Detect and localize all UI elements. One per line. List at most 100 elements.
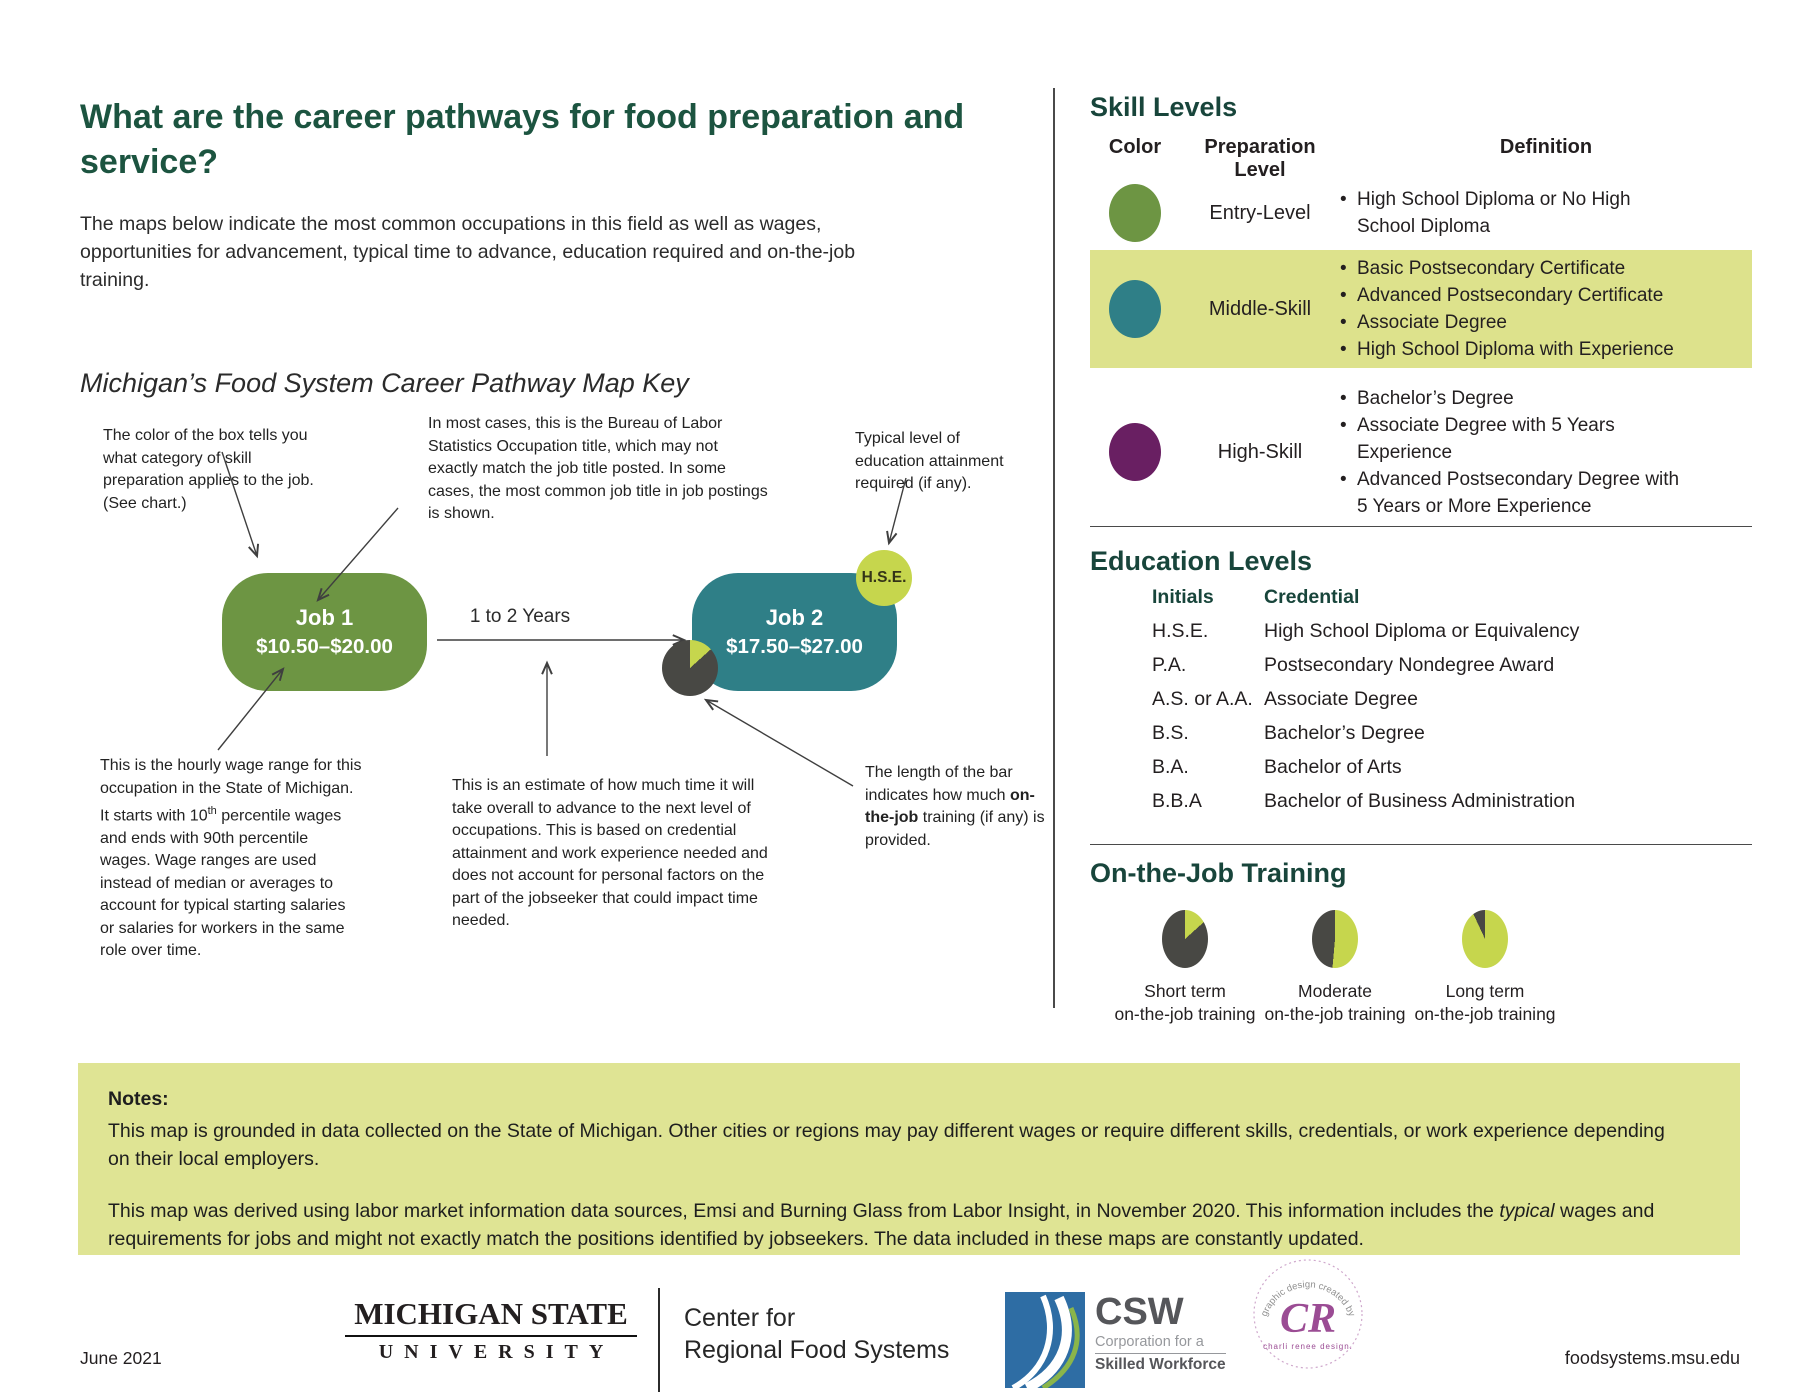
cr-design-badge-icon: graphic design created by CR charli rene… [1253,1259,1363,1369]
msu-wordmark-rule [345,1335,637,1337]
ojt-pie-short-term-icon [662,640,718,696]
edu-credential: Bachelor’s Degree [1264,722,1425,744]
notes-box: Notes: This map is grounded in data coll… [78,1063,1740,1255]
middle-skill-bullet: Associate Degree [1340,309,1692,336]
skill-row-middle-skill: Middle-Skill Basic Postsecondary Certifi… [1090,250,1752,368]
middle-skill-color-dot [1109,280,1161,338]
notes-paragraph-1: This map is grounded in data collected o… [108,1120,1665,1170]
edu-initials: H.S.E. [1152,620,1209,642]
job2-label: Job 2 [765,605,824,630]
column-divider [1053,88,1055,1008]
education-levels-heading: Education Levels [1090,546,1313,576]
crfs-logo-text: Center for Regional Food Systems [684,1302,949,1366]
training-text-pre: The length of the bar indicates how much [865,764,1013,804]
csw-subtitle-line2: Skilled Workforce [1095,1353,1226,1374]
column-header-definition: Definition [1499,136,1593,158]
middle-skill-bullet: High School Diploma with Experience [1340,336,1692,363]
long-term-pie-icon [1462,910,1508,968]
short-term-pie-icon [1162,910,1208,968]
ojt-label-line2: on-the-job training [1114,1004,1256,1024]
ojt-label-line2: on-the-job training [1414,1004,1556,1024]
training-text-bold: on-the-job [865,786,1035,827]
entry-level-color-dot [1109,184,1161,242]
education-levels-table: Initials Credential H.S.E. High School D… [1152,586,1752,824]
arrow-color-annotation [221,451,260,559]
entry-level-label: Entry-Level [1209,201,1311,224]
training-text-post: training (if any) is provided. [865,809,1045,849]
transition-duration-label: 1 to 2 Years [469,606,571,627]
annotation-ojt-bar: The length of the bar indicates how much… [865,762,1047,852]
high-skill-bullet: Bachelor’s Degree [1340,385,1692,412]
publication-date: June 2021 [80,1348,162,1368]
middle-skill-label: Middle-Skill [1208,297,1312,320]
ojt-item-moderate: Moderate on-the-job training [1260,910,1410,1026]
section-divider [1090,526,1752,527]
crfs-line2: Regional Food Systems [684,1336,950,1364]
page-title: What are the career pathways for food pr… [80,95,980,185]
skill-row-entry-level: Entry-Level High School Diploma or No Hi… [1090,178,1752,248]
moderate-pie-icon [1312,910,1358,968]
annotation-box-color: The color of the box tells you what cate… [103,427,314,512]
msu-wordmark: MICHIGAN STATE UNIVERSITY [345,1296,637,1364]
high-skill-bullet: Advanced Postsecondary Degree with 5 Yea… [1340,466,1692,520]
wage-text-pre: This is the hourly wage range for this o… [100,757,362,825]
edu-initials: B.A. [1152,756,1189,778]
intro-paragraph: The maps below indicate the most common … [80,213,856,291]
high-skill-bullet: Associate Degree with 5 Years Experience [1340,412,1692,466]
edu-credential: Bachelor of Arts [1264,756,1402,778]
arrow-title-annotation [316,507,399,602]
edu-credential: Bachelor of Business Administration [1264,790,1576,812]
middle-skill-bullet: Basic Postsecondary Certificate [1340,255,1692,282]
job1-box: Job 1 $10.50–$20.00 [222,573,427,691]
website-link[interactable]: foodsystems.msu.edu [1564,1348,1740,1368]
skill-levels-heading: Skill Levels [1090,92,1238,122]
middle-skill-bullet: Advanced Postsecondary Certificate [1340,282,1692,309]
ojt-label-line1: Short term [1144,981,1226,1001]
notes-paragraph-2: This map was derived using labor market … [108,1197,1688,1253]
edu-credential: Associate Degree [1264,688,1418,710]
csw-abbr: CSW [1095,1291,1184,1333]
notes-p2-pre: This map was derived using labor market … [108,1200,1500,1222]
ojt-heading: On-the-Job Training [1090,858,1347,888]
skill-levels-header-row: Color Preparation Level Definition [1090,136,1752,182]
section-divider [1090,844,1752,845]
page-title-line1: What are the career pathways for food pr… [80,98,965,136]
notes-p2-italic: typical [1499,1200,1555,1222]
ojt-item-short-term: Short term on-the-job training [1110,910,1260,1026]
wage-text-post: percentile wages and ends with 90th perc… [100,807,346,960]
footer-logo-divider [658,1288,660,1392]
page-title-line2: service? [80,143,218,181]
msu-wordmark-line1: MICHIGAN STATE [354,1296,628,1331]
high-skill-color-dot [1109,423,1161,481]
annotation-wage-range: This is the hourly wage range for this o… [100,755,362,963]
ojt-legend: Short term on-the-job training Moderate … [1110,910,1560,1026]
ojt-label-line1: Long term [1445,981,1525,1001]
csw-subtitle-line1: Corporation for a [1095,1334,1204,1350]
crfs-line1: Center for [684,1304,796,1332]
map-key-heading: Michigan’s Food System Career Pathway Ma… [80,368,689,398]
wage-text-sup: th [207,805,217,817]
cr-design-badge: graphic design created by CR charli rene… [1252,1258,1364,1375]
edu-credential: High School Diploma or Equivalency [1264,620,1580,642]
legend-column: Skill Levels Color Preparation Level Def… [1090,88,1752,1048]
job1-label: Job 1 [295,605,354,630]
high-skill-label: High-Skill [1217,440,1303,463]
edu-initials: B.S. [1152,722,1189,744]
map-key-arrows [217,451,907,787]
job1-wage: $10.50–$20.00 [256,635,393,658]
edu-initials: B.B.A [1152,790,1202,812]
hse-education-badge: H.S.E. [856,550,912,606]
ojt-item-long-term: Long term on-the-job training [1410,910,1560,1026]
entry-level-bullet: High School Diploma or No High School Di… [1340,186,1692,240]
column-header-credential: Credential [1264,586,1360,608]
ojt-label-line2: on-the-job training [1264,1004,1406,1024]
skill-row-high-skill: High-Skill Bachelor’s Degree Associate D… [1090,384,1752,520]
annotation-occupation-title: In most cases, this is the Bureau of Lab… [428,415,768,522]
csw-logo: CSW Corporation for a Skilled Workforce [1005,1292,1226,1388]
cr-mark: CR [1280,1296,1336,1342]
column-header-initials: Initials [1152,586,1214,608]
cr-sub-text: charli renee design. [1263,1342,1353,1351]
edu-initials: P.A. [1152,654,1187,676]
arrow-education-annotation [886,477,907,546]
